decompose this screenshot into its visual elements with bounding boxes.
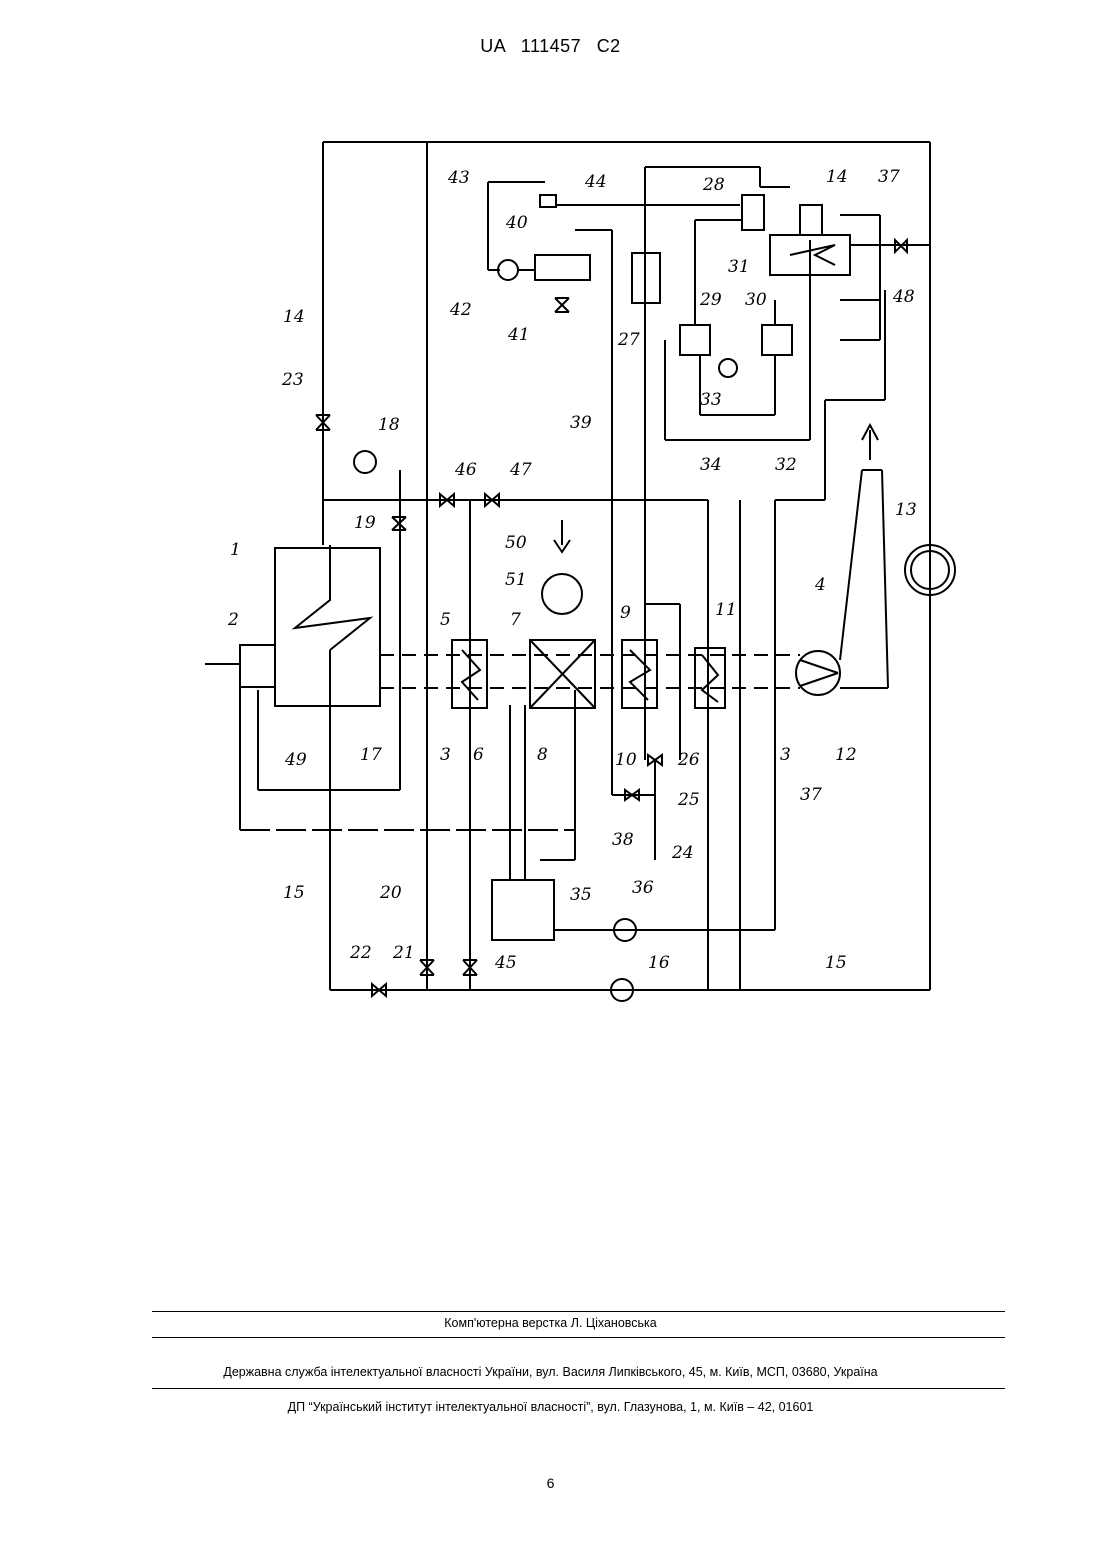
label-45: 45 (494, 953, 517, 973)
label-28: 28 (702, 175, 725, 195)
label-42: 42 (449, 300, 472, 320)
footer-rule-bottom (152, 1388, 1005, 1389)
label-4: 4 (814, 575, 826, 595)
footer-rule-middle (152, 1337, 1005, 1338)
agency-address: Державна служба інтелектуальної власност… (0, 1365, 1101, 1379)
label-3b: 3 (780, 745, 791, 765)
schematic-drawing: 1 2 3 3 4 5 6 7 8 9 10 11 12 13 14 14 15… (190, 120, 960, 1020)
label-48: 48 (892, 287, 915, 307)
label-39: 39 (570, 413, 592, 433)
label-23: 23 (281, 370, 304, 390)
label-12: 12 (835, 745, 857, 765)
label-14: 14 (283, 307, 305, 327)
label-38: 38 (612, 830, 634, 850)
label-20: 20 (379, 883, 402, 903)
label-24: 24 (671, 843, 694, 863)
label-13: 13 (895, 500, 917, 520)
label-16: 16 (648, 953, 670, 973)
label-8: 8 (537, 745, 548, 765)
label-7: 7 (510, 610, 521, 630)
main-piping (240, 142, 930, 990)
label-9: 9 (620, 603, 631, 623)
label-21: 21 (392, 943, 415, 963)
institute-address: ДП “Український інститут інтелектуальної… (0, 1400, 1101, 1414)
label-15: 15 (283, 883, 305, 903)
label-41: 41 (507, 325, 530, 345)
label-47: 47 (509, 460, 532, 480)
label-37: 37 (878, 167, 900, 187)
components (205, 195, 955, 1001)
label-27: 27 (617, 330, 640, 350)
label-33: 33 (700, 390, 722, 410)
label-11: 11 (715, 600, 737, 620)
label-2: 2 (227, 610, 239, 630)
label-18: 18 (378, 415, 400, 435)
label-30: 30 (745, 290, 767, 310)
label-32: 32 (775, 455, 797, 475)
label-35: 35 (570, 885, 592, 905)
label-1: 1 (230, 540, 241, 560)
label-51: 51 (505, 570, 527, 590)
page-number: 6 (0, 1475, 1101, 1491)
label-22: 22 (349, 943, 372, 963)
label-36: 36 (632, 878, 654, 898)
label-40: 40 (505, 213, 528, 233)
label-6: 6 (473, 745, 484, 765)
layout-credit: Комп'ютерна верстка Л. Ціхановська (0, 1316, 1101, 1330)
label-34: 34 (700, 455, 722, 475)
label-31: 31 (728, 257, 750, 277)
label-43: 43 (447, 168, 470, 188)
label-19: 19 (354, 513, 376, 533)
label-3: 3 (440, 745, 451, 765)
label-50: 50 (505, 533, 527, 553)
label-26: 26 (677, 750, 700, 770)
label-14b: 14 (826, 167, 848, 187)
patent-schematic-figure: 1 2 3 3 4 5 6 7 8 9 10 11 12 13 14 14 15… (190, 120, 960, 1020)
label-5: 5 (440, 610, 451, 630)
label-49: 49 (284, 750, 307, 770)
label-10: 10 (615, 750, 637, 770)
label-15b: 15 (825, 953, 847, 973)
label-37b: 37 (800, 785, 822, 805)
patent-number-header: UA 111457 C2 (0, 36, 1101, 57)
label-17: 17 (360, 745, 382, 765)
footer-rule-top (152, 1311, 1005, 1312)
label-25: 25 (677, 790, 700, 810)
label-29: 29 (699, 290, 722, 310)
label-44: 44 (584, 172, 607, 192)
label-46: 46 (454, 460, 477, 480)
